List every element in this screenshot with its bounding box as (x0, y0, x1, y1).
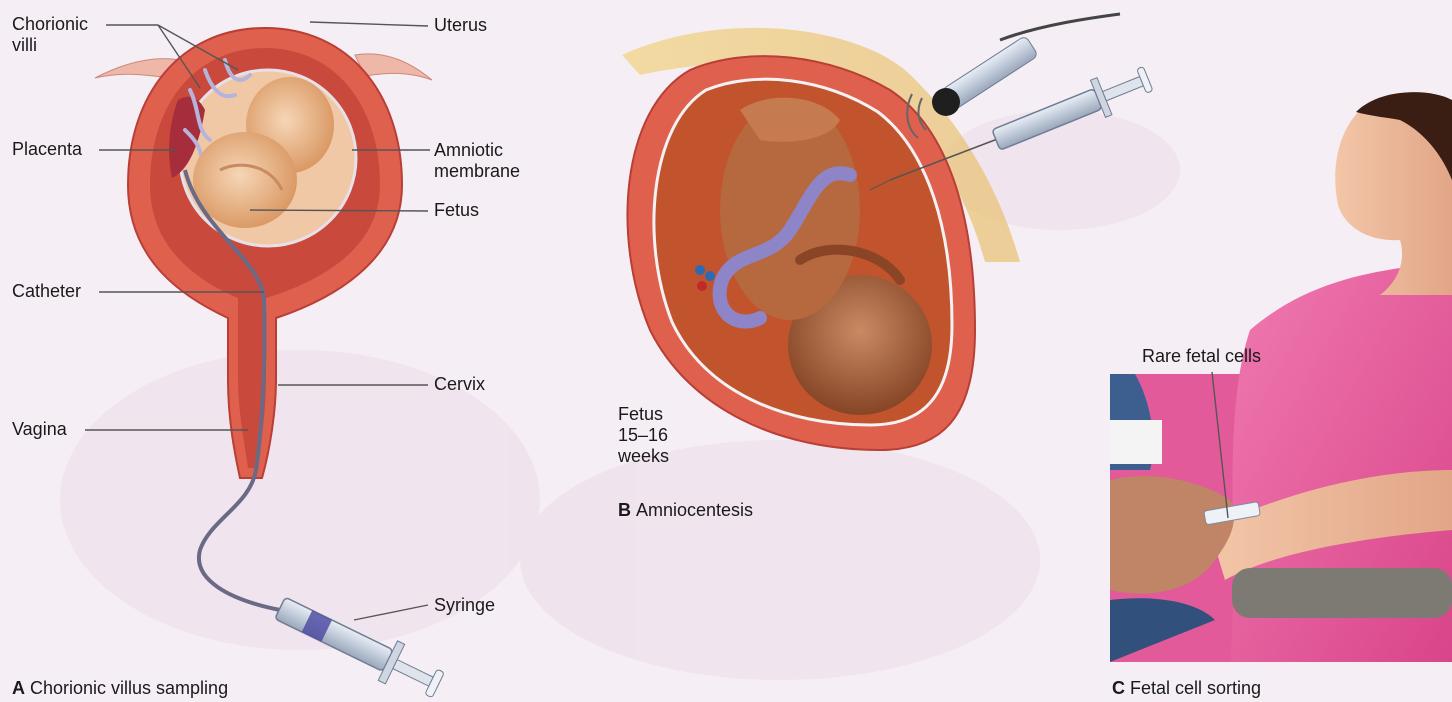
clinician-cuff (1110, 420, 1162, 464)
label-fetus-age: Fetus 15–16 weeks (618, 404, 669, 467)
label-placenta: Placenta (12, 139, 82, 160)
caption-b-letter: B (618, 500, 631, 520)
label-amniotic-membrane: Amniotic membrane (434, 140, 520, 182)
label-catheter: Catheter (12, 281, 81, 302)
label-cervix: Cervix (434, 374, 485, 395)
caption-b-text: Amniocentesis (636, 500, 753, 520)
panel-b-drawing (622, 14, 1156, 450)
label-uterus: Uterus (434, 15, 487, 36)
label-chorionic-villi: Chorionic villi (12, 14, 88, 56)
label-syringe: Syringe (434, 595, 495, 616)
caption-a-text: Chorionic villus sampling (30, 678, 228, 698)
label-fetus: Fetus (434, 200, 479, 221)
fetus-a-body (193, 132, 297, 228)
caption-c-letter: C (1112, 678, 1125, 698)
caption-a-letter: A (12, 678, 25, 698)
chair-armrest (1232, 568, 1452, 618)
caption-c-text: Fetal cell sorting (1130, 678, 1261, 698)
label-rare-fetal-cells: Rare fetal cells (1142, 346, 1261, 367)
label-vagina: Vagina (12, 419, 67, 440)
